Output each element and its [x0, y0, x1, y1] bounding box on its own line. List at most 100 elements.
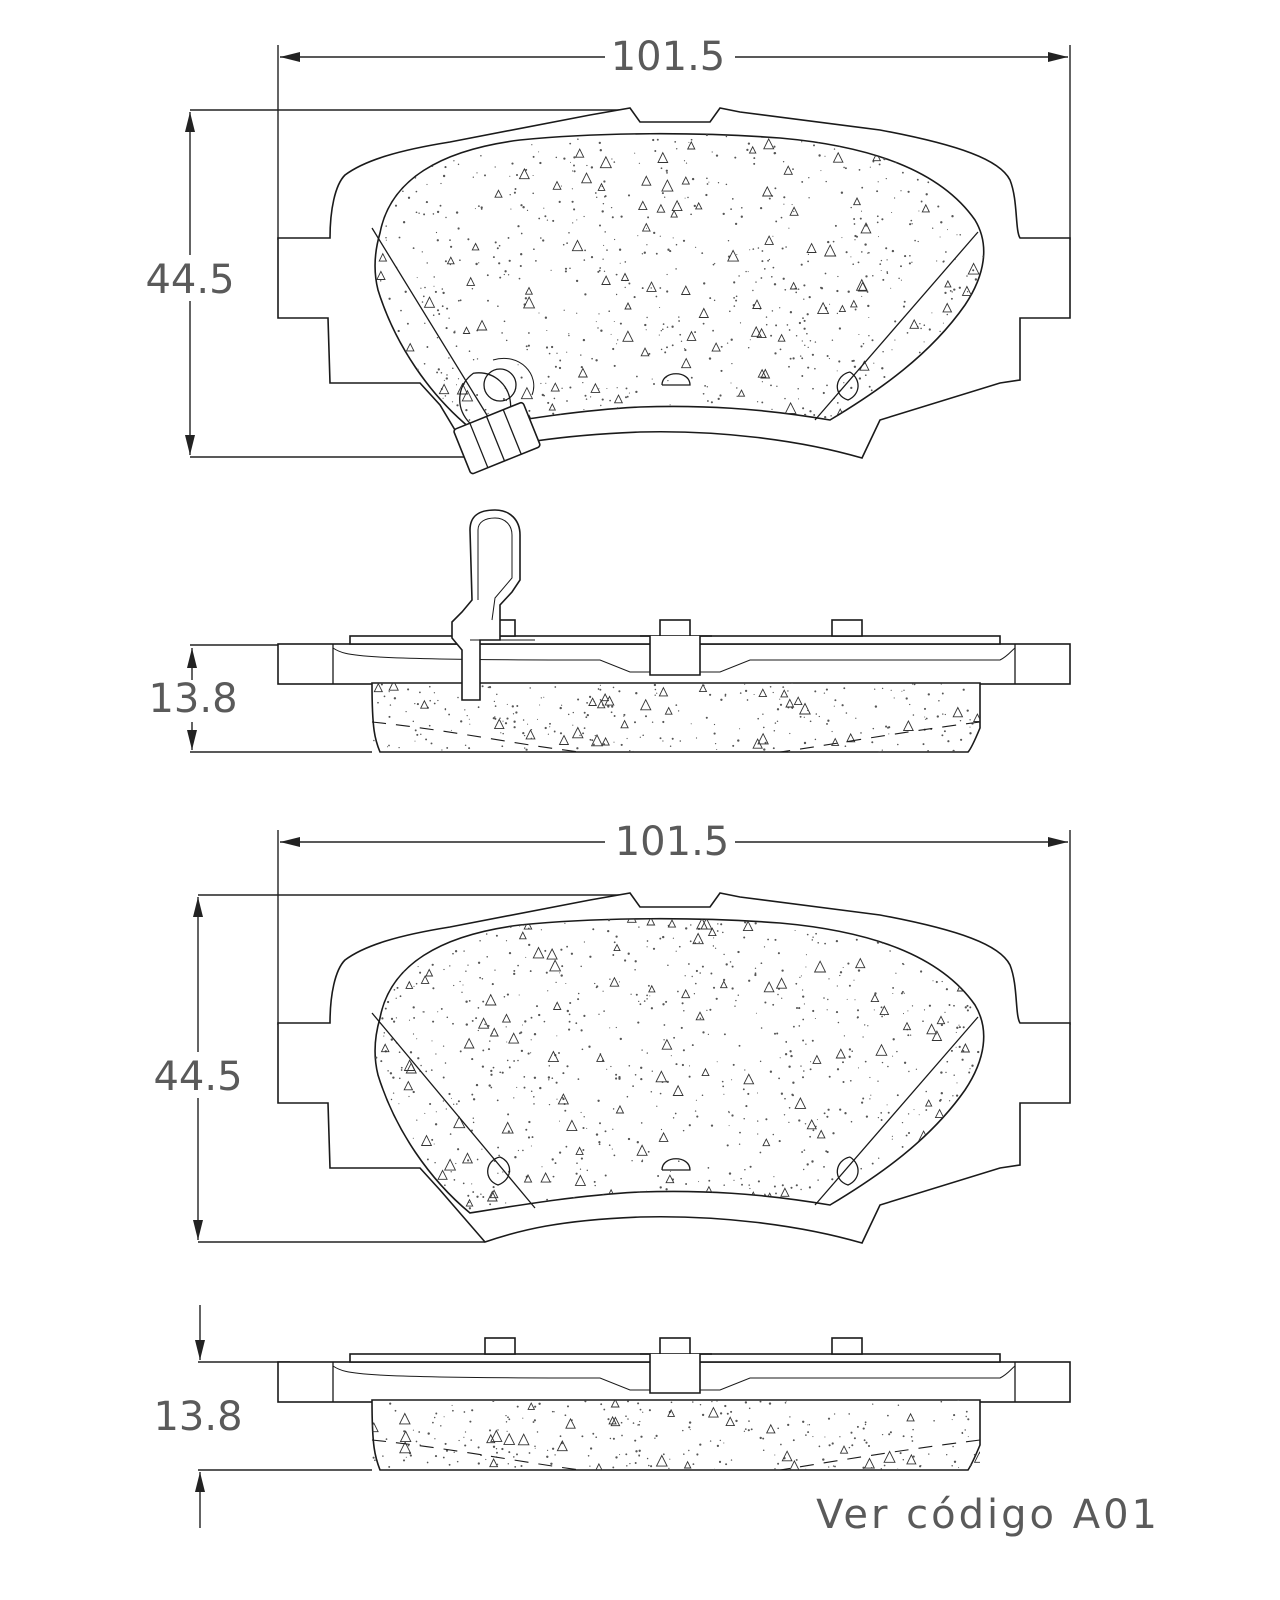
height-label-background	[140, 255, 240, 301]
texture-speck	[440, 1425, 442, 1427]
texture-speck	[381, 1017, 384, 1020]
texture-speck	[753, 693, 755, 696]
texture-speck	[436, 371, 439, 374]
texture-triangle	[694, 201, 703, 210]
texture-speck	[400, 1069, 403, 1071]
texture-speck	[646, 940, 649, 942]
texture-speck	[939, 1189, 941, 1191]
texture-speck	[627, 194, 631, 197]
texture-speck	[409, 1454, 412, 1457]
texture-speck	[784, 1053, 788, 1056]
texture-speck	[867, 1444, 871, 1448]
texture-speck	[656, 692, 658, 694]
texture-speck	[670, 1055, 672, 1057]
texture-speck	[809, 340, 812, 342]
texture-speck	[795, 1458, 798, 1461]
texture-speck	[584, 394, 587, 397]
texture-triangle	[936, 1015, 946, 1025]
texture-triangle	[558, 734, 570, 745]
texture-speck	[662, 740, 664, 742]
texture-speck	[624, 261, 627, 263]
texture-speck	[713, 1468, 716, 1470]
texture-speck	[439, 1207, 442, 1210]
texture-speck	[709, 1008, 712, 1011]
texture-speck	[880, 1468, 883, 1470]
texture-speck	[958, 1024, 960, 1026]
texture-speck	[417, 1057, 420, 1060]
texture-speck	[430, 742, 433, 745]
texture-speck	[705, 716, 708, 719]
texture-speck	[668, 1467, 670, 1470]
texture-triangle	[671, 199, 683, 212]
texture-speck	[685, 162, 688, 164]
texture-speck	[903, 300, 906, 303]
texture-triangle	[758, 688, 768, 698]
texture-triangle	[934, 1108, 945, 1119]
texture-speck	[814, 738, 817, 741]
texture-speck	[639, 1003, 642, 1006]
texture-speck	[710, 972, 713, 975]
texture-speck	[874, 705, 878, 708]
texture-speck	[498, 262, 501, 265]
texture-triangle	[793, 696, 803, 706]
texture-speck	[649, 995, 651, 997]
texture-speck	[701, 1094, 704, 1096]
texture-triangle	[781, 1450, 793, 1462]
texture-speck	[940, 683, 942, 685]
texture-speck	[441, 305, 444, 308]
texture-speck	[429, 685, 431, 688]
texture-speck	[669, 1458, 671, 1460]
texture-speck	[770, 334, 773, 337]
texture-speck	[683, 1010, 685, 1012]
texture-triangle	[752, 299, 762, 309]
texture-triangle	[944, 279, 952, 288]
texture-speck	[525, 956, 527, 958]
texture-speck	[390, 915, 392, 917]
texture-speck	[538, 1013, 541, 1017]
texture-speck	[541, 1166, 543, 1168]
texture-triangle	[609, 976, 620, 987]
texture-speck	[881, 1015, 883, 1018]
texture-speck	[405, 1176, 408, 1178]
texture-speck	[913, 1109, 915, 1111]
texture-speck	[889, 1431, 892, 1434]
texture-speck	[811, 939, 814, 941]
texture-speck	[494, 166, 496, 168]
texture-triangle	[806, 1119, 817, 1130]
texture-speck	[482, 1049, 485, 1052]
texture-triangle	[494, 189, 503, 198]
texture-speck	[642, 1411, 644, 1413]
texture-speck	[477, 1029, 479, 1032]
texture-speck	[869, 1076, 871, 1079]
texture-speck	[583, 409, 585, 411]
texture-speck	[702, 322, 705, 325]
texture-triangle	[909, 318, 920, 329]
texture-speck	[962, 1026, 965, 1029]
texture-speck	[397, 1206, 399, 1209]
texture-speck	[495, 934, 498, 937]
texture-speck	[591, 739, 594, 742]
texture-speck	[777, 952, 780, 955]
texture-speck	[964, 1429, 966, 1431]
texture-speck	[505, 339, 508, 342]
texture-speck	[743, 936, 746, 939]
wear-line-left	[371, 721, 581, 753]
texture-speck	[940, 221, 943, 224]
texture-speck	[555, 156, 558, 159]
texture-speck	[446, 1016, 449, 1019]
texture-speck	[925, 193, 928, 196]
texture-speck	[773, 283, 777, 286]
texture-speck	[892, 1038, 895, 1041]
texture-speck	[664, 351, 667, 354]
texture-speck	[729, 310, 731, 313]
texture-speck	[399, 995, 402, 998]
texture-triangle	[667, 919, 677, 928]
texture-speck	[945, 251, 947, 253]
texture-triangle	[466, 276, 476, 286]
texture-speck	[555, 981, 557, 984]
texture-speck	[436, 239, 439, 242]
texture-speck	[810, 1061, 812, 1063]
texture-speck	[516, 705, 519, 707]
texture-speck	[747, 142, 751, 145]
texture-speck	[931, 920, 933, 923]
